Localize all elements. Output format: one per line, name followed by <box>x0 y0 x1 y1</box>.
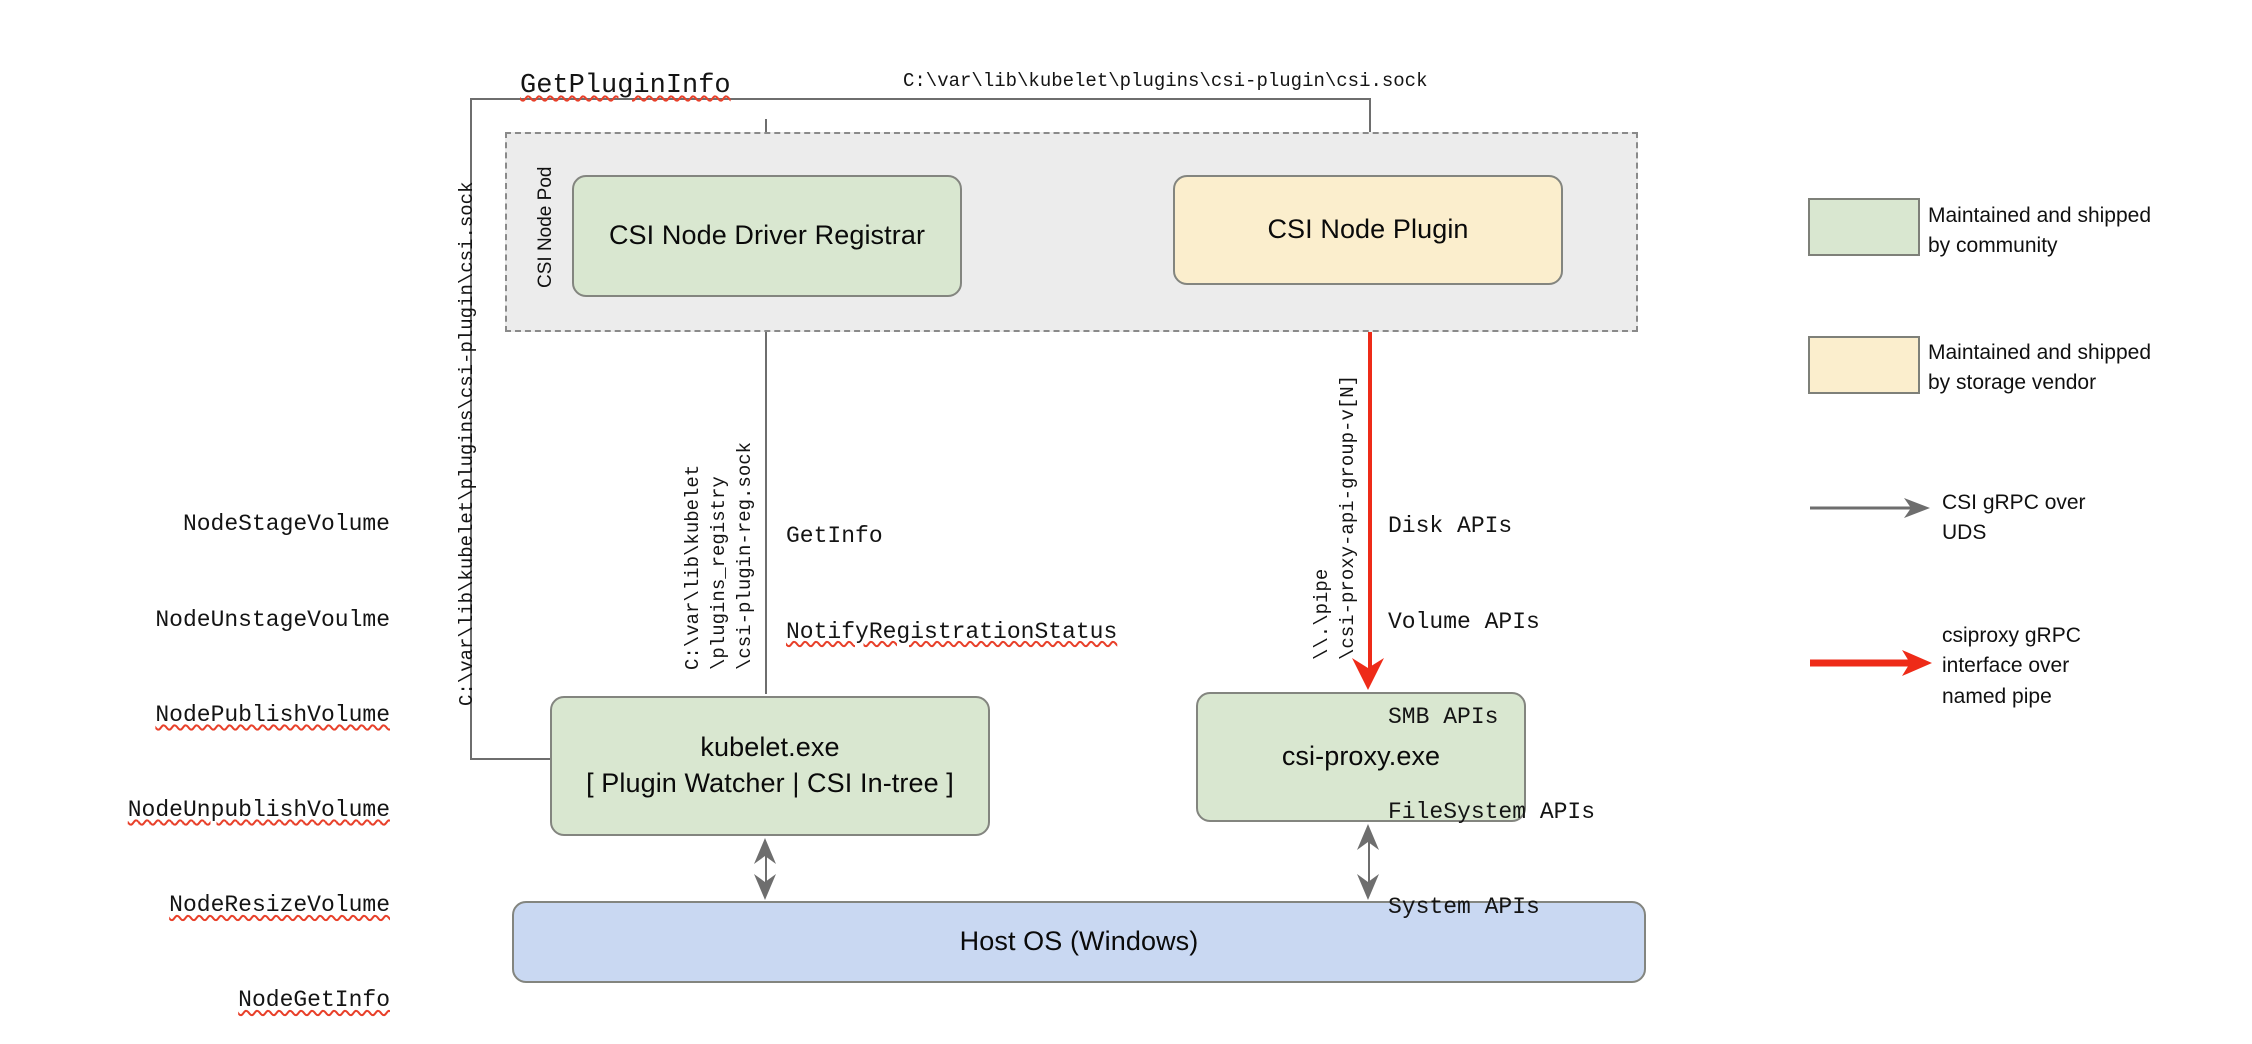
node-call-item: NodeUnpublishVolume <box>127 797 390 824</box>
proxy-api-item: System APIs <box>1388 894 1540 921</box>
node-csi-node-plugin[interactable]: CSI Node Plugin <box>1173 175 1563 285</box>
label-pipe-path-line-2: \csi-proxy-api-group-v[N] <box>1337 374 1359 660</box>
node-label: CSI Node Plugin <box>1267 214 1469 245</box>
connector-getplugininfo-vertical <box>470 98 472 760</box>
proxy-api-item: FileSystem APIs <box>1388 799 1596 826</box>
legend-text-csi-grpc-uds: CSI gRPC over UDS <box>1942 491 2086 545</box>
registrar-call-get-info: GetInfo <box>786 523 883 550</box>
label-registry-path-line-2: \plugins_registry <box>708 476 730 670</box>
legend-swatch-storage-vendor <box>1808 336 1920 394</box>
connector-kubelet-hostos <box>765 845 767 893</box>
label-registry-path-line-3: \csi-plugin-reg.sock <box>734 441 756 670</box>
connector-csiproxy-hostos <box>1368 830 1370 892</box>
node-label: CSI Node Driver Registrar <box>608 220 926 251</box>
registrar-call-notify-registration-status: NotifyRegistrationStatus <box>786 618 1118 645</box>
csi-node-pod-label: CSI Node Pod <box>535 166 556 288</box>
node-call-item: NodeStageVolume <box>182 511 390 538</box>
node-label: csi-proxy.exe <box>1281 741 1441 772</box>
connector-nodeplugin-top <box>1369 98 1371 164</box>
node-call-item: NodeUnstageVoulme <box>155 606 390 633</box>
node-csi-proxy-exe[interactable]: csi-proxy.exe <box>1196 692 1526 822</box>
label-pipe-path-line-1: \\.\pipe <box>1311 568 1333 660</box>
legend-text-storage-vendor: Maintained and shipped by storage vendor <box>1928 341 2152 395</box>
label-csi-sock-path-vertical: C:\var\lib\kubelet\plugins\csi-plugin\cs… <box>456 181 478 707</box>
node-csi-node-driver-registrar[interactable]: CSI Node Driver Registrar <box>572 175 962 297</box>
legend-swatch-community <box>1808 198 1920 256</box>
proxy-api-item: Volume APIs <box>1388 608 1540 635</box>
connector-kubelet-registrar <box>765 312 767 694</box>
label-get-plugin-info: GetPluginInfo <box>520 71 731 101</box>
label-proxy-apis: Disk APIs Volume APIs SMB APIs FileSyste… <box>1388 448 1595 987</box>
node-host-os[interactable]: Host OS (Windows) <box>512 901 1646 983</box>
node-call-item: NodeGetInfo <box>238 987 390 1014</box>
connector-getplugininfo-bottom <box>470 758 552 760</box>
proxy-api-item: Disk APIs <box>1388 513 1513 540</box>
connector-getplugininfo-top <box>470 98 1370 100</box>
connector-nodeplugin-csiproxy-red <box>1368 286 1372 678</box>
node-kubelet-exe[interactable]: kubelet.exe [ Plugin Watcher | CSI In-tr… <box>550 696 990 836</box>
connector-registrar-top-elbow <box>765 119 767 121</box>
legend-arrow-grey-icon <box>1810 498 1930 518</box>
label-registry-path-line-1: C:\var\lib\kubelet <box>682 464 704 670</box>
proxy-api-item: SMB APIs <box>1388 703 1499 730</box>
label-csi-sock-path-top: C:\var\lib\kubelet\plugins\csi-plugin\cs… <box>903 70 1428 92</box>
node-label: Host OS (Windows) <box>959 926 1199 957</box>
node-call-item: NodePublishVolume <box>155 701 390 728</box>
legend-text-csiproxy-grpc-named-pipe: csiproxy gRPC interface over named pipe <box>1942 624 2081 708</box>
label-registrar-calls: GetInfo NotifyRegistrationStatus <box>786 458 1117 712</box>
kubelet-line-1: kubelet.exe <box>700 732 840 763</box>
node-call-item: NodeResizeVolume <box>169 892 390 919</box>
kubelet-line-2: [ Plugin Watcher | CSI In-tree ] <box>586 768 954 798</box>
label-node-service-calls: NodeStageVolume NodeUnstageVoulme NodePu… <box>80 446 390 1044</box>
legend-text-community: Maintained and shipped by community <box>1928 204 2152 258</box>
legend-arrow-red-icon <box>1810 650 1932 676</box>
